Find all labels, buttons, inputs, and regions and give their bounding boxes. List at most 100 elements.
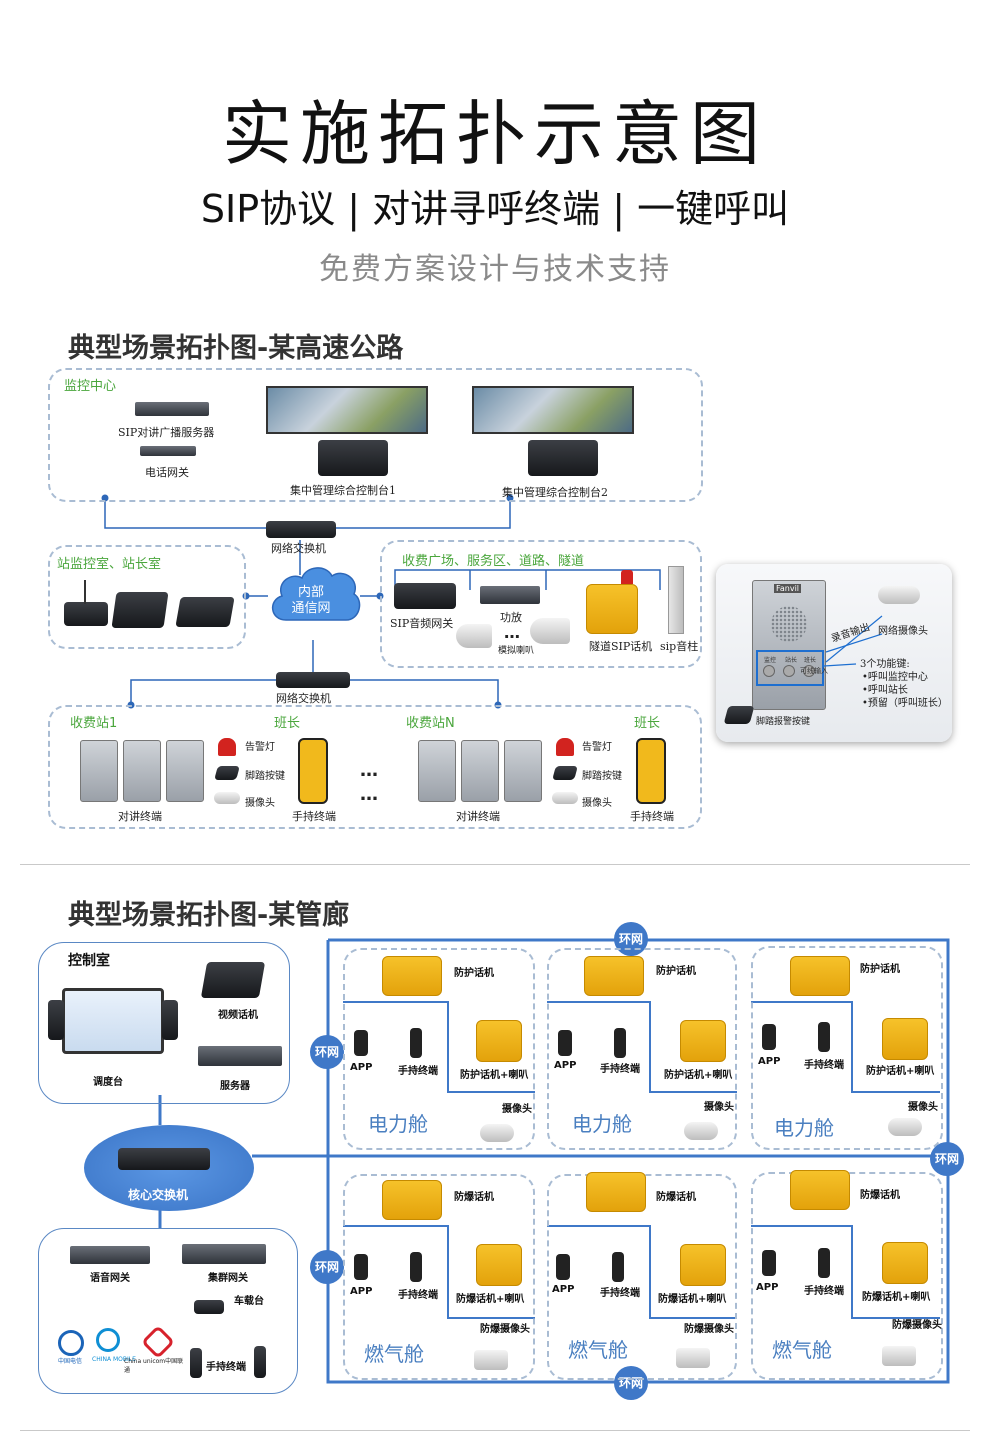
- intercom-btn-2-label: 站长: [785, 657, 798, 664]
- toll-station-n-title: 收费站N: [406, 716, 455, 731]
- intercom-btn-1-label: 监控: [764, 657, 777, 664]
- intercom-terminal-label-1: 对讲终端: [118, 810, 162, 823]
- network-switch-top-label: 网络交换机: [271, 542, 326, 555]
- gas-cabin-3-combo-device: [882, 1242, 928, 1284]
- gas-cabin-3-cam-label: 防爆摄像头: [892, 1320, 942, 1331]
- cloud-label-line2: 通信网: [291, 601, 331, 616]
- gas-cabin-3-app-label: APP: [756, 1282, 779, 1293]
- paging-microphone-device: [64, 602, 108, 626]
- power-cabin-1-camera-icon: [480, 1124, 514, 1142]
- server-label-corridor: 服务器: [220, 1081, 250, 1092]
- intercom-terminal-nc: [504, 740, 542, 802]
- gas-cabin-3-app-phone-icon: [762, 1250, 776, 1276]
- power-cabin-2-combo-label: 防护话机+喇叭: [664, 1070, 733, 1081]
- tunnel-alarm-light-icon: [621, 570, 633, 584]
- power-cabin-1-phone-device: [382, 956, 442, 996]
- power-cabin-1-phone-label: 防护话机: [454, 968, 494, 979]
- intercom-terminal-1a: [80, 740, 118, 802]
- station-room-zone: [48, 545, 246, 649]
- power-cabin-3-phone-device: [790, 956, 850, 996]
- page-title: 实施拓扑示意图: [222, 93, 768, 175]
- corridor-ring-lines: [158, 938, 950, 1384]
- power-cabin-1: [343, 948, 535, 1150]
- page-subtitle: SIP协议 | 对讲寻呼终端 | 一键呼叫: [200, 187, 790, 231]
- power-cabin-2-radio-icon: [614, 1028, 626, 1058]
- function-key-2: •呼叫站长: [862, 685, 908, 696]
- gas-cabin-1-phone-label: 防爆话机: [454, 1192, 494, 1203]
- power-cabin-3-combo-label: 防护话机+喇叭: [866, 1066, 935, 1077]
- desk-console-device: [175, 597, 235, 627]
- power-cabin-1-radio-icon: [410, 1028, 422, 1058]
- control-room-zone: [38, 942, 290, 1104]
- power-cabin-1-app-phone-icon: [354, 1030, 368, 1056]
- power-cabin-2-phone-device: [584, 956, 644, 996]
- function-key-3: •预留（呼叫班长）: [862, 698, 948, 709]
- intercom-terminal-1b: [123, 740, 161, 802]
- monitor-center-title: 监控中心: [64, 379, 117, 394]
- gas-cabin-1-combo-device: [476, 1244, 522, 1286]
- camera-icon-n: [552, 792, 578, 804]
- gas-cabin-1-app-phone-icon: [354, 1254, 368, 1280]
- detail-card-pointer-lines: [823, 615, 883, 667]
- power-cabin-3-phone-label: 防护话机: [860, 964, 900, 975]
- china-telecom-text: 中国电信: [58, 1358, 83, 1365]
- ring-badge-left-upper: 环网: [310, 1035, 344, 1069]
- station-room-title: 站监控室、站长室: [57, 557, 162, 572]
- function-keys-title: 3个功能键:: [860, 659, 910, 670]
- gas-cabin-1-combo-label: 防爆话机+喇叭: [456, 1294, 525, 1305]
- power-cabin-3-app-phone-icon: [762, 1024, 776, 1050]
- power-cabin-2: [547, 948, 737, 1150]
- power-cabin-2-title: 电力舱: [572, 1112, 632, 1136]
- video-wall-1: [266, 386, 428, 434]
- sip-audio-gateway-device: [394, 583, 456, 609]
- china-mobile-text: CHINA MOBILE: [92, 1356, 136, 1363]
- cloud-label: 内部 通信网: [266, 585, 356, 617]
- foot-alarm-pedal-device: [723, 706, 755, 724]
- corridor-handheld-label: 手持终端: [206, 1362, 246, 1373]
- core-switch-device: [118, 1148, 210, 1170]
- video-phone-device: [111, 592, 169, 628]
- power-cabin-1-app-label: APP: [350, 1062, 373, 1073]
- core-switch-label: 核心交换机: [128, 1188, 189, 1202]
- gas-cabin-1-camera-icon: [474, 1350, 508, 1370]
- function-key-1: •呼叫监控中心: [862, 672, 928, 683]
- power-cabin-2-handheld-label: 手持终端: [600, 1064, 640, 1075]
- power-cabin-1-cam-label: 摄像头: [502, 1104, 532, 1115]
- ring-badge-top: 环网: [614, 922, 648, 956]
- ring-badge-right: 环网: [930, 1142, 964, 1176]
- video-wall-2: [472, 386, 634, 434]
- foot-button-label-n: 脚踏按键: [582, 771, 622, 782]
- gas-cabin-1-phone-device: [382, 1180, 442, 1220]
- squad-leader-1-title: 班长: [274, 716, 301, 731]
- station-ellipsis-2: …: [360, 784, 378, 805]
- highway-section-title: 典型场景拓扑图-某高速公路: [68, 333, 404, 364]
- analog-speaker-1-icon: [456, 624, 492, 648]
- phone-gateway-label: 电话网关: [145, 466, 189, 479]
- gas-cabin-2-radio-icon: [612, 1252, 624, 1282]
- gas-cabin-2-combo-label: 防爆话机+喇叭: [658, 1294, 727, 1305]
- gas-cabin-2-title: 燃气舱: [568, 1338, 628, 1362]
- power-cabin-2-app-label: APP: [554, 1060, 577, 1071]
- power-cabin-3-combo-device: [882, 1018, 928, 1060]
- gas-cabin-1-app-label: APP: [350, 1286, 373, 1297]
- dispatch-console-screen: [62, 988, 164, 1054]
- gas-cabin-3-phone-label: 防爆话机: [860, 1190, 900, 1201]
- power-cabin-3-title: 电力舱: [774, 1116, 834, 1140]
- power-cabin-3-camera-icon: [888, 1118, 922, 1136]
- control-console-1-device: [318, 440, 388, 476]
- monitor-center-zone: [48, 368, 703, 502]
- phone-gateway-device: [140, 446, 196, 456]
- power-cabin-3-radio-icon: [818, 1022, 830, 1052]
- power-cabin-3-app-label: APP: [758, 1056, 781, 1067]
- page-tagline: 免费方案设计与技术支持: [319, 252, 671, 287]
- cluster-gateway-label: 集群网关: [208, 1273, 248, 1284]
- gas-cabin-2-app-label: APP: [552, 1284, 575, 1295]
- sip-column-label: sip音柱: [660, 640, 699, 653]
- alarm-light-label-n: 告警灯: [582, 742, 612, 753]
- sip-server-device: [135, 402, 209, 416]
- sip-column-speaker-device: [668, 566, 684, 634]
- gas-cabin-3-radio-icon: [818, 1248, 830, 1278]
- amplifier-device: [480, 586, 540, 604]
- gas-cabin-2-combo-device: [680, 1244, 726, 1286]
- camera-icon-1: [214, 792, 240, 804]
